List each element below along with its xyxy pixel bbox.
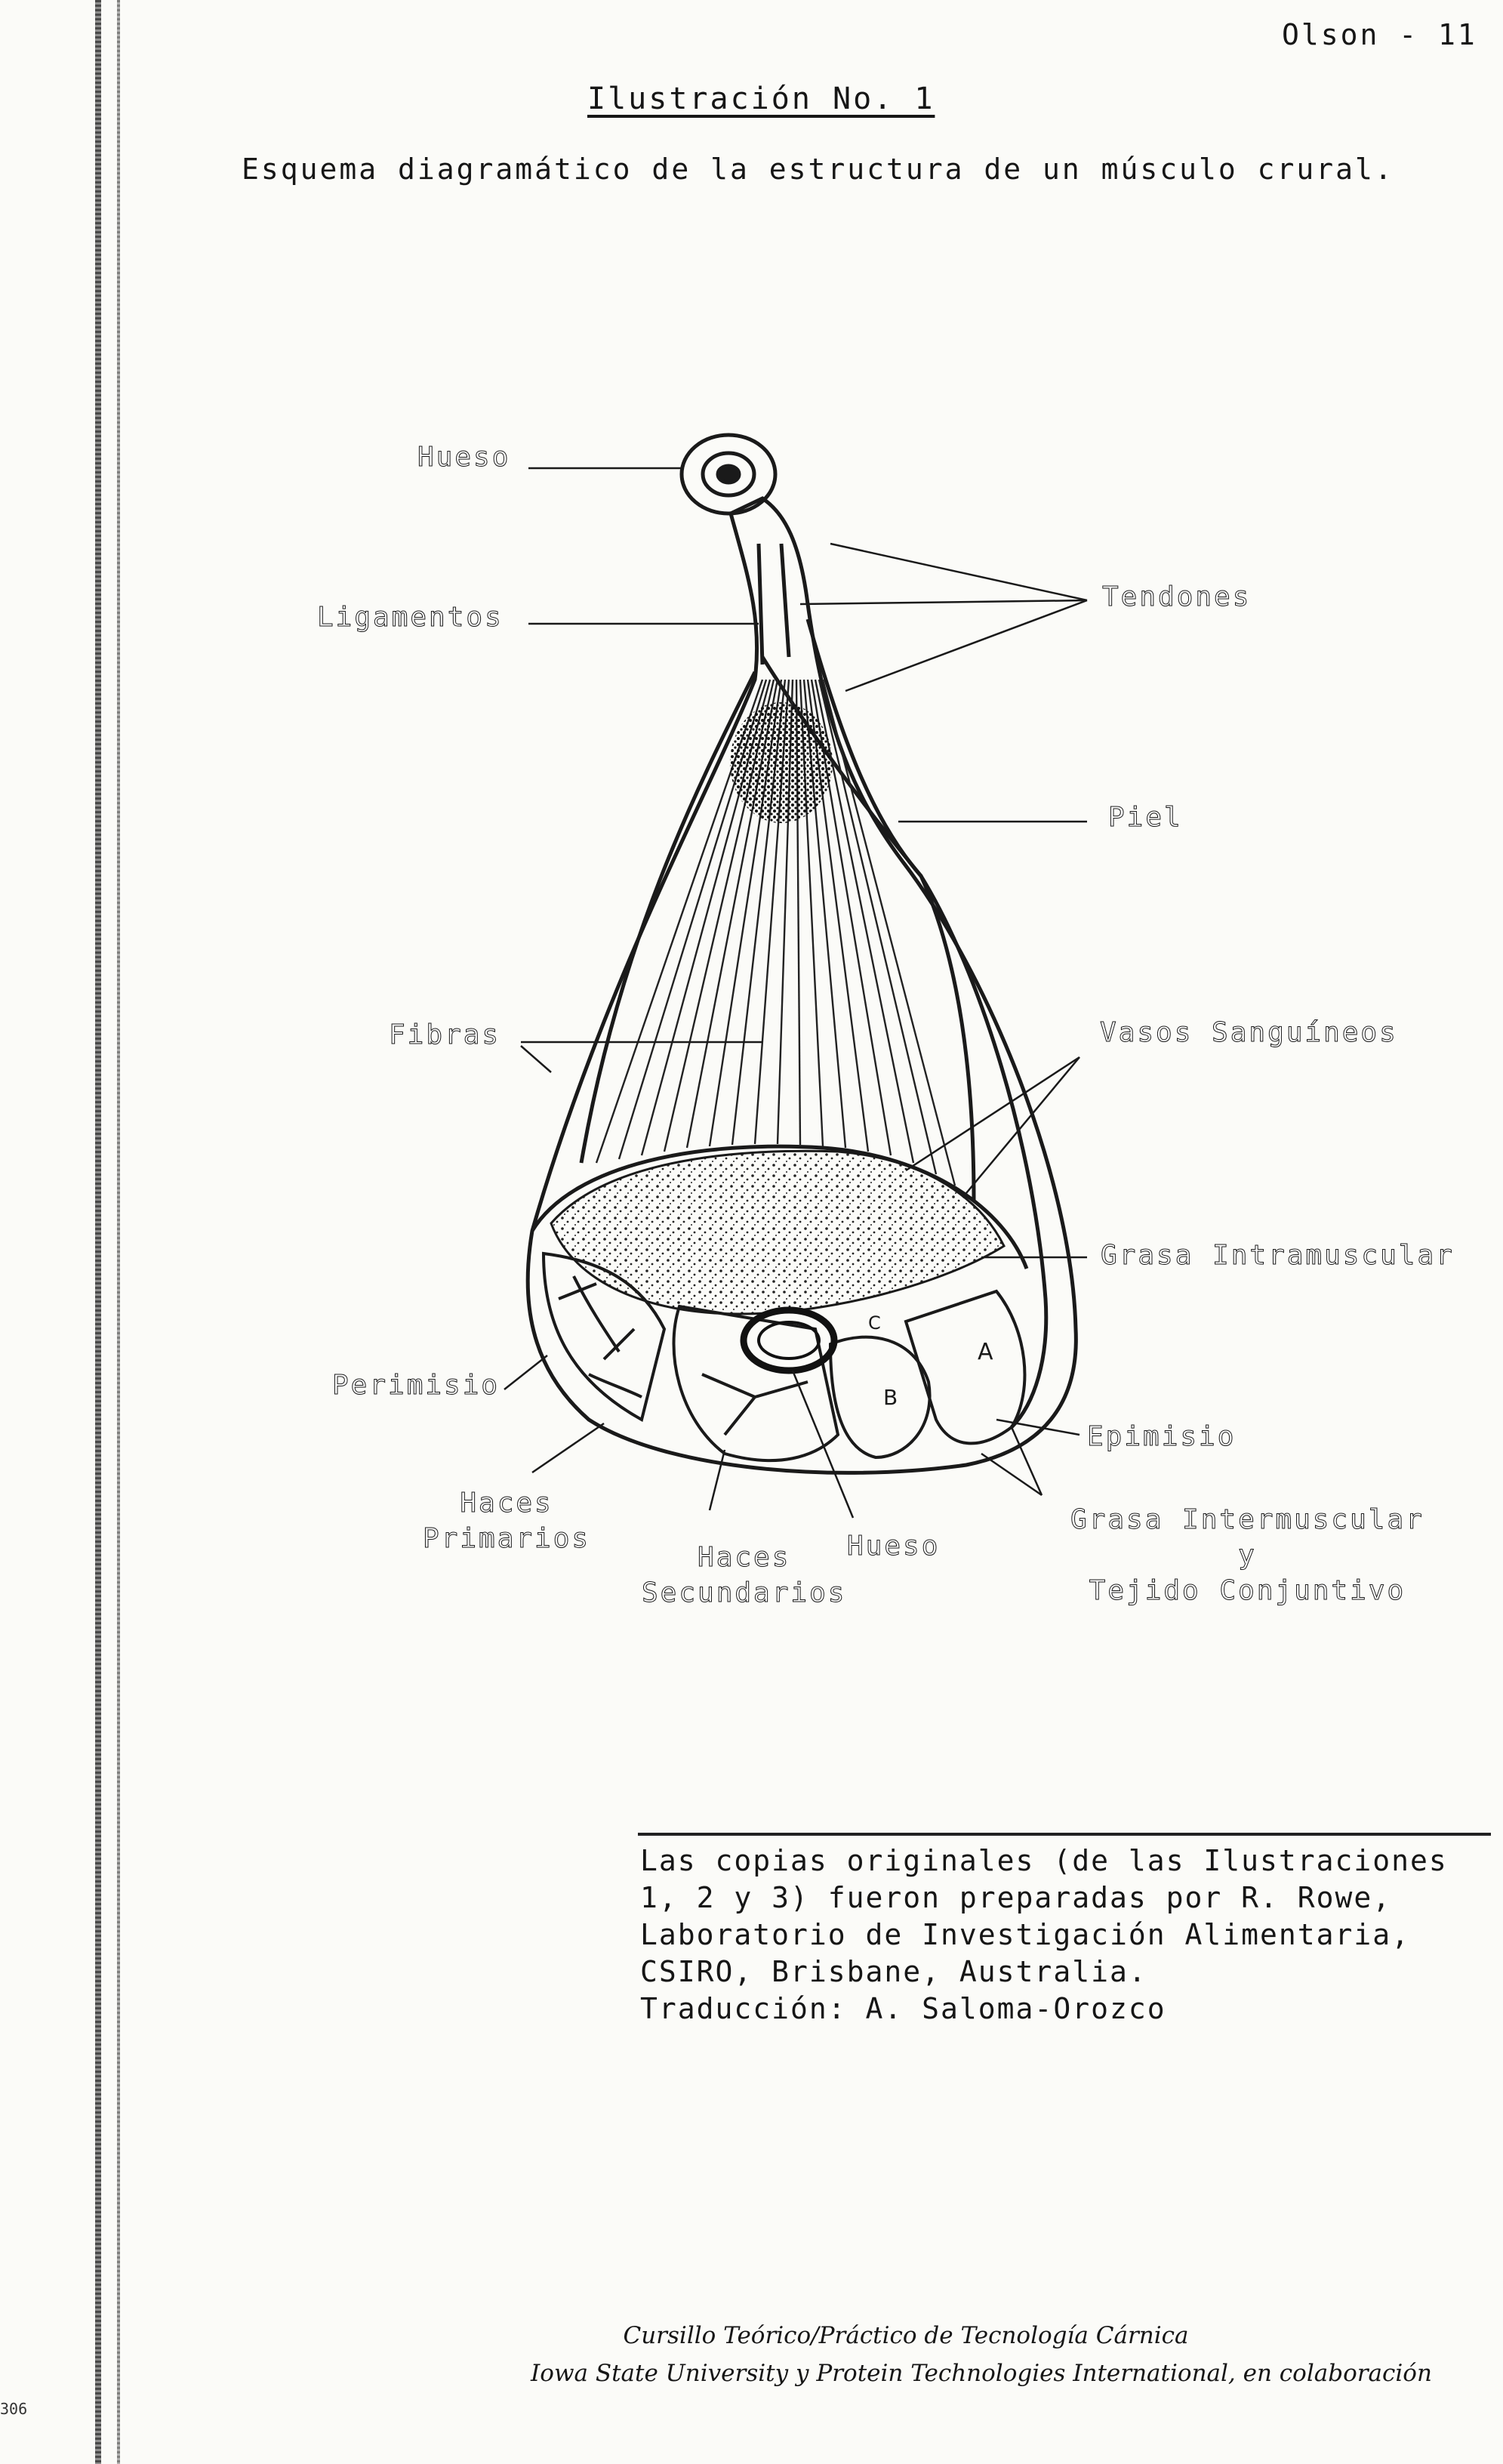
label-grasa-inter-line1: Grasa Intermuscular (1070, 1504, 1424, 1536)
label-fibras: Fibras (388, 1019, 501, 1051)
label-piel: Piel (1108, 802, 1183, 834)
intramuscular-fat (550, 1149, 1006, 1315)
credit-line-3: Laboratorio de Investigación Alimentaria… (640, 1918, 1410, 1952)
label-vasos-sanguineos: Vasos Sanguíneos (1100, 1017, 1398, 1049)
label-epimisio: Epimisio (1086, 1421, 1237, 1453)
section-label-a: A (978, 1339, 993, 1365)
section-label-c: C (868, 1312, 881, 1334)
label-haces-primarios-line2: Primarios (422, 1522, 591, 1554)
label-hueso-bottom: Hueso (846, 1531, 941, 1562)
credit-rule (638, 1833, 1491, 1836)
label-grasa-intramuscular: Grasa Intramuscular (1101, 1240, 1455, 1272)
footer-line-2: Iowa State University y Protein Technolo… (531, 2360, 1432, 2387)
label-tendones: Tendones (1101, 581, 1252, 613)
footer-line-1: Cursillo Teórico/Práctico de Tecnología … (623, 2322, 1189, 2349)
label-haces-secundarios: Haces Secundarios (641, 1540, 847, 1611)
margin-rule (95, 0, 101, 2464)
label-haces-secundarios-line2: Secundarios (641, 1577, 847, 1608)
credit-line-1: Las copias originales (de las Ilustracio… (640, 1844, 1448, 1877)
section-label-b: B (883, 1385, 898, 1410)
page-number: Olson - 11 (1282, 18, 1477, 51)
label-haces-primarios: Haces Primarios (422, 1486, 591, 1557)
margin-rule-inner (117, 0, 120, 2464)
corner-mark: 306 (0, 2400, 28, 2418)
fiber-origin-dark (730, 702, 833, 823)
credit-line-4: CSIRO, Brisbane, Australia. (640, 1955, 1147, 1989)
credit-line-5: Traducción: A. Saloma-Orozco (640, 1992, 1166, 2026)
label-haces-primarios-line1: Haces (460, 1488, 553, 1519)
credit-line-2: 1, 2 y 3) fueron preparadas por R. Rowe, (640, 1881, 1392, 1915)
label-grasa-intermuscular: Grasa Intermuscular y Tejido Conjuntivo (1070, 1503, 1424, 1608)
bone-cross-section (740, 1306, 838, 1374)
label-perimisio: Perimisio (331, 1370, 500, 1402)
credit-note: Las copias originales (de las Ilustracio… (640, 1843, 1448, 2028)
label-grasa-inter-line3: Tejido Conjuntivo (1089, 1574, 1406, 1606)
label-haces-secundarios-line1: Haces (698, 1542, 791, 1574)
figure-subtitle: Esquema diagramático de la estructura de… (242, 153, 1394, 186)
leader-lines (504, 467, 1088, 1519)
bone-knob (679, 433, 778, 516)
figure-title: Ilustración No. 1 (587, 82, 935, 116)
label-hueso-top: Hueso (417, 442, 511, 473)
label-grasa-inter-line2: y (1238, 1539, 1257, 1571)
label-ligamentos: Ligamentos (317, 602, 504, 634)
